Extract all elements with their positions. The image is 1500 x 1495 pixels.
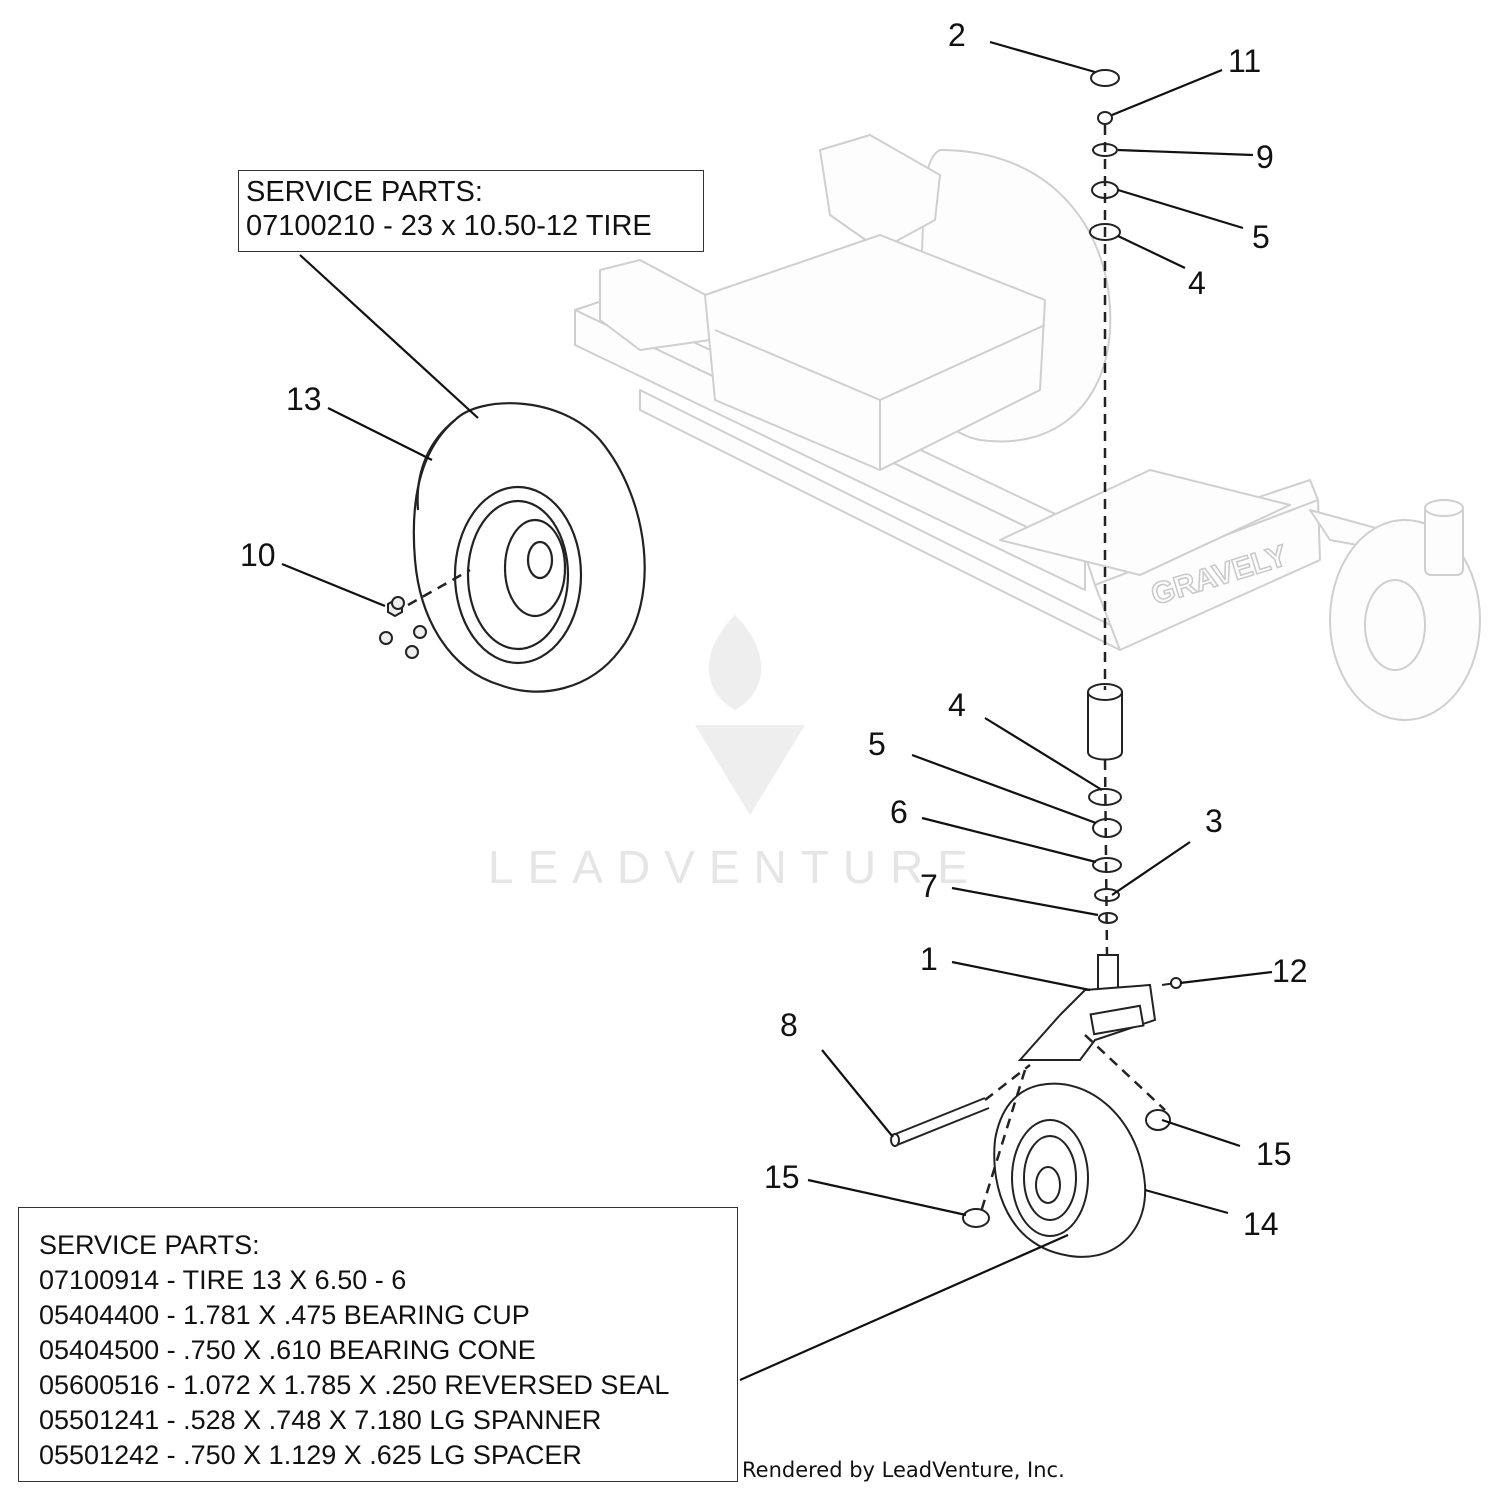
service-parts-box-tire: SERVICE PARTS: 07100210 - 23 x 10.50-12 … xyxy=(238,170,704,252)
lug-nuts xyxy=(379,596,427,659)
service-parts-heading: SERVICE PARTS: xyxy=(246,176,483,208)
callout-6: 6 xyxy=(890,794,908,830)
leader-lines xyxy=(281,40,1273,1382)
mower-frame xyxy=(574,134,1481,721)
callout-15-right: 15 xyxy=(1256,1136,1292,1172)
callout-12: 12 xyxy=(1272,953,1308,989)
service-part-line: 05404500 - .750 X .610 BEARING CONE xyxy=(39,1335,536,1365)
callout-2: 2 xyxy=(948,17,966,53)
callout-8: 8 xyxy=(780,1007,798,1043)
service-parts-heading: SERVICE PARTS: xyxy=(39,1230,260,1260)
callout-4-upper: 4 xyxy=(1188,265,1206,301)
watermark-text: LEADVENTURE xyxy=(488,841,982,893)
dust-cap xyxy=(1090,69,1120,87)
callout-5-upper: 5 xyxy=(1252,219,1270,255)
service-part-line: 05501241 - .528 X .748 X 7.180 LG SPANNE… xyxy=(39,1405,602,1435)
callout-numbers: 2 11 9 5 4 13 10 4 5 6 3 7 1 12 8 15 15 … xyxy=(240,17,1308,1242)
watermark-logo-icon xyxy=(695,615,805,815)
callout-9: 9 xyxy=(1256,139,1274,175)
spacer-7 xyxy=(1098,912,1118,924)
service-part-line: 07100914 - TIRE 13 X 6.50 - 6 xyxy=(39,1265,407,1295)
assembly-dash-lines xyxy=(407,125,1166,1216)
rear-tire xyxy=(412,402,646,693)
callout-13: 13 xyxy=(286,381,322,417)
service-part-line: 07100210 - 23 x 10.50-12 TIRE xyxy=(246,210,652,242)
service-part-line: 05600516 - 1.072 X 1.785 X .250 REVERSED… xyxy=(39,1370,670,1400)
service-part-line: 05501242 - .750 X 1.129 X .625 LG SPACER xyxy=(39,1440,582,1470)
service-parts-box-caster: SERVICE PARTS: 07100914 - TIRE 13 X 6.50… xyxy=(18,1207,738,1482)
callout-15-left: 15 xyxy=(764,1159,800,1195)
callout-14: 14 xyxy=(1243,1206,1279,1242)
callout-10: 10 xyxy=(240,537,276,573)
callout-7: 7 xyxy=(920,868,938,904)
callout-11: 11 xyxy=(1228,43,1261,79)
nut-11 xyxy=(1097,111,1113,125)
callout-5-lower: 5 xyxy=(868,726,886,762)
service-part-line: 05404400 - 1.781 X .475 BEARING CUP xyxy=(39,1300,530,1330)
callout-1: 1 xyxy=(920,941,938,977)
callout-4-lower: 4 xyxy=(948,687,966,723)
footer-credit: Rendered by LeadVenture, Inc. xyxy=(742,1458,1065,1482)
exploded-parts xyxy=(890,69,1183,1258)
callout-3: 3 xyxy=(1205,803,1223,839)
